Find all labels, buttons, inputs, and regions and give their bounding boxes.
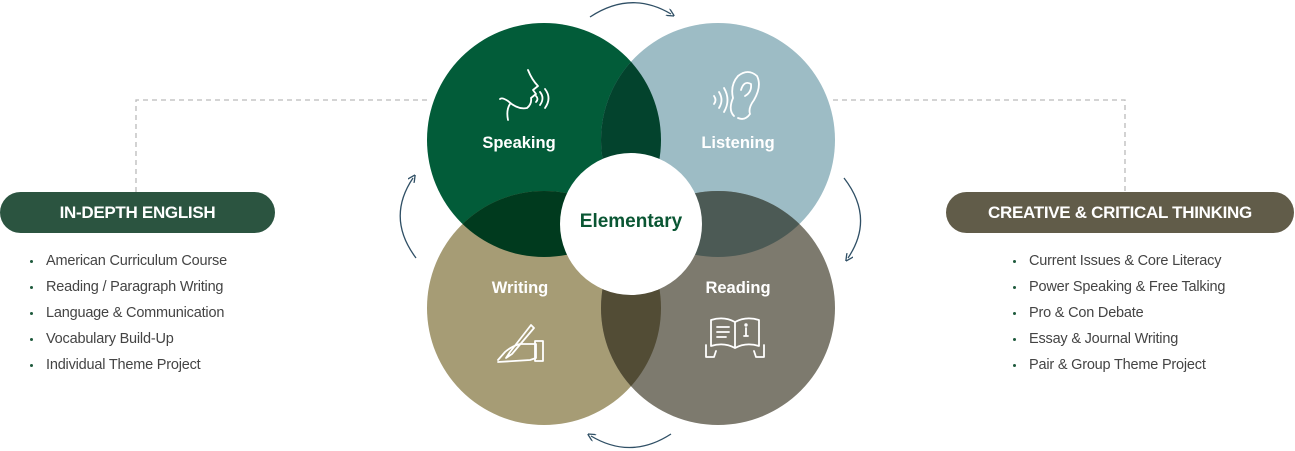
- list-item: American Curriculum Course: [30, 248, 227, 274]
- left-panel-title: IN-DEPTH ENGLISH: [0, 192, 275, 233]
- label-speaking: Speaking: [482, 134, 556, 152]
- right-panel-title: CREATIVE & CRITICAL THINKING: [946, 192, 1294, 233]
- label-reading: Reading: [705, 279, 771, 297]
- list-item: Reading / Paragraph Writing: [30, 274, 227, 300]
- center-label: Elementary: [579, 211, 683, 232]
- cycle-arrow-right: [843, 177, 862, 258]
- list-item: Power Speaking & Free Talking: [1013, 274, 1225, 300]
- speaking-face-icon: [499, 69, 550, 121]
- cycle-arrow-bottom: [591, 434, 672, 449]
- list-item: Pro & Con Debate: [1013, 300, 1225, 326]
- left-connector-line: [135, 99, 430, 192]
- bullet-icon: [30, 338, 33, 341]
- bullet-icon: [1013, 338, 1016, 341]
- list-item: Pair & Group Theme Project: [1013, 352, 1225, 378]
- bullet-icon: [30, 286, 33, 289]
- bullet-icon: [30, 260, 33, 263]
- bullet-icon: [1013, 286, 1016, 289]
- hand-writing-icon: [497, 324, 544, 363]
- bullet-icon: [30, 364, 33, 367]
- list-item: Individual Theme Project: [30, 352, 227, 378]
- bullet-icon: [30, 312, 33, 315]
- cycle-arrow-left: [399, 178, 417, 259]
- list-item: Language & Communication: [30, 300, 227, 326]
- bullet-icon: [1013, 260, 1016, 263]
- bullet-icon: [1013, 312, 1016, 315]
- center-circle: [560, 153, 702, 295]
- right-connector-line: [833, 99, 1126, 192]
- bullet-icon: [1013, 364, 1016, 367]
- label-listening: Listening: [701, 134, 775, 152]
- list-item: Essay & Journal Writing: [1013, 326, 1225, 352]
- list-item: Current Issues & Core Literacy: [1013, 248, 1225, 274]
- right-panel-list: Current Issues & Core Literacy Power Spe…: [1013, 248, 1225, 378]
- label-writing: Writing: [491, 279, 549, 297]
- cycle-arrow-top: [589, 2, 671, 18]
- left-panel-list: American Curriculum Course Reading / Par…: [30, 248, 227, 378]
- list-item: Vocabulary Build-Up: [30, 326, 227, 352]
- open-book-icon: [705, 317, 765, 358]
- ear-icon: [713, 71, 760, 120]
